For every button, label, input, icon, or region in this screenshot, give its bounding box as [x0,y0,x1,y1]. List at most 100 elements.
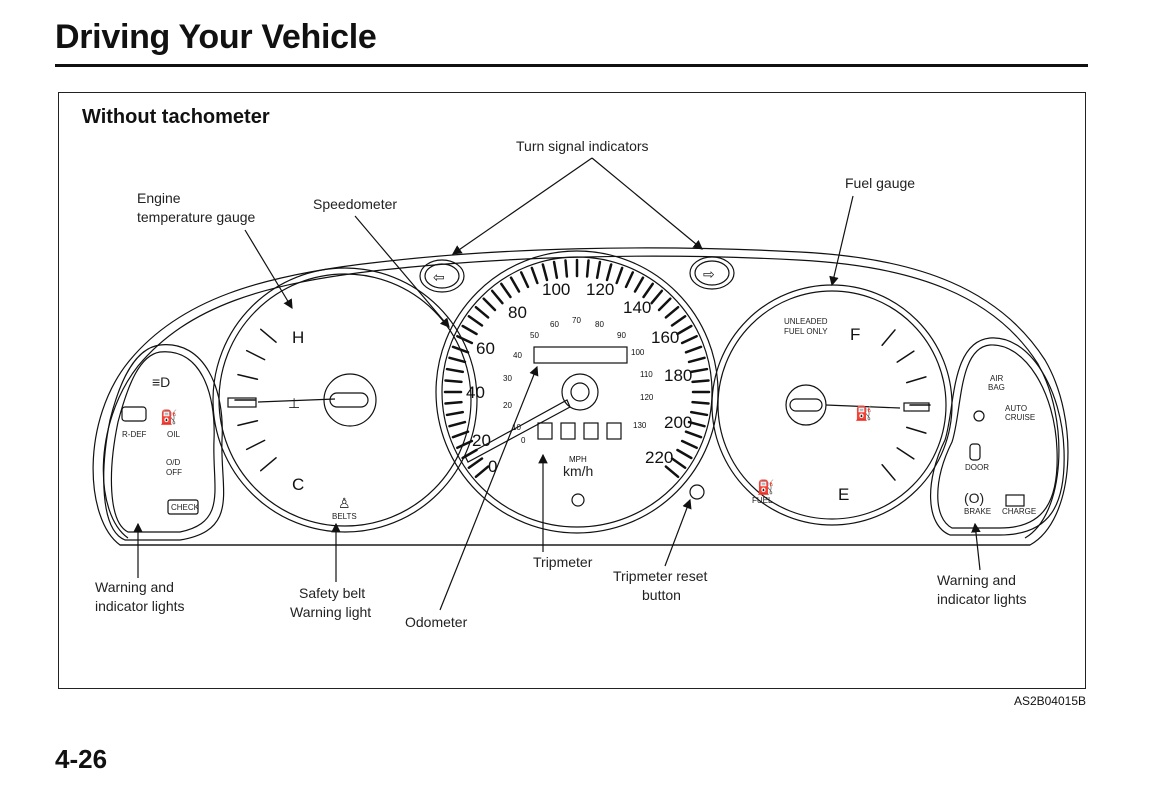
hot-label: H [292,328,304,347]
page-title: Driving Your Vehicle [55,18,377,56]
mph-tick-label: 20 [503,401,512,410]
gauge-tick [456,334,474,345]
gauge-tick [642,282,654,299]
kmh-tick-label: 60 [476,339,495,358]
door-ajar-icon [969,443,981,461]
gauge-tick [624,271,635,289]
gauge-tick [448,420,467,428]
callout-safety-belt-2: Warning light [290,604,371,620]
callout-warning-right: Warning and [937,572,1016,588]
fuel-pump-icon: ⛽ [855,405,872,422]
mph-tick-label: 120 [640,393,654,402]
kmh-tick-label: 80 [508,303,527,322]
brake-label: BRAKE [964,507,991,516]
callout-engine-temp-2: temperature gauge [137,209,256,225]
tripmeter-reset-button[interactable] [689,484,705,500]
title-rule [55,64,1088,67]
gauge-tick [541,263,549,282]
kmh-unit: km/h [563,463,593,479]
right-warning-pod: AIR BAG AUTO CRUISE DOOR (O) BRAKE CHARG… [929,337,1065,536]
check-engine-icon [167,499,199,515]
gauge-tick [687,420,706,428]
svg-text:⇨: ⇨ [703,266,715,282]
page-number: 4-26 [55,744,108,774]
gauge-tick [689,367,709,374]
turn-signal-right: ⇨ [689,256,735,290]
gauge-tick [684,345,703,354]
gauge-tick [615,266,624,285]
empty-label: E [838,485,849,504]
kmh-tick-label: 200 [664,413,692,432]
rear-defrost-icon [121,406,147,422]
kmh-tick-label: 100 [542,280,570,299]
gauge-tick [444,400,463,405]
airbag-label: AIR [990,374,1004,383]
gauge-tick [680,334,698,345]
temp-needle-hub [323,373,377,427]
kmh-tick-label: 140 [623,298,651,317]
callout-engine-temp: Engine [137,190,181,206]
callout-trip-reset-2: button [642,587,681,603]
gauge-tick [691,400,710,405]
gauge-tick [684,430,703,439]
gauge-tick [676,448,693,460]
coolant-temp-icon: ⊥ [288,395,300,411]
figure-code: AS2B04015B [1013,694,1086,708]
check-label: CHECK [171,503,200,512]
kmh-tick-label: 0 [488,457,497,476]
callout-warning-right-2: indicator lights [937,591,1027,607]
kmh-tick-label: 120 [586,280,614,299]
kmh-tick-label: 160 [651,328,679,347]
gauge-tick [456,439,474,450]
fuel-gauge: F E UNLEADED FUEL ONLY ⛽ ⛽ FUEL [711,284,953,526]
oil-can-icon: ⛽ [160,409,177,426]
gauge-tick [444,379,463,384]
gauge-tick [552,260,559,280]
gauge-tick [482,297,497,312]
callout-turn-signal: Turn signal indicators [516,138,649,154]
left-warning-pod: ≡D R-DEF ⛽ OIL O/D OFF CHECK [103,344,225,541]
od-off-label: OFF [166,468,182,477]
auto-label: AUTO [1005,404,1027,413]
belts-label: BELTS [332,512,357,521]
fuel-label: FUEL [752,496,773,505]
gauge-tick [451,345,470,354]
gauge-tick [605,263,613,282]
gauge-tick [467,315,484,327]
mph-tick-label: 80 [595,320,604,329]
gauge-tick [245,349,266,361]
gauge-tick [474,305,490,319]
cruise-label: CRUISE [1005,413,1035,422]
gauge-tick [259,328,277,343]
brake-icon: (O) [964,490,984,506]
gauge-tick [509,276,521,293]
gauge-tick [474,465,490,479]
callouts: Turn signal indicators Engine temperatur… [95,138,1027,630]
callout-speedometer: Speedometer [313,196,397,212]
gauge-tick [633,276,645,293]
gauge-tick [530,266,539,285]
cluster-shell [92,247,1069,546]
gauge-tick [905,426,927,434]
callout-odometer: Odometer [405,614,468,630]
gauge-tick [490,289,504,305]
gauge-tick [585,259,590,278]
cruise-icon [973,410,985,422]
gauge-tick [881,464,896,481]
gauge-tick [896,350,915,363]
gauge-tick [896,447,915,460]
unleaded-label: UNLEADED [784,317,828,326]
gauge-tick [245,439,266,451]
turn-signal-left: ⇦ [419,259,465,293]
mph-tick-label: 60 [550,320,559,329]
mph-tick-label: 110 [640,370,653,379]
gauge-tick [664,465,680,479]
mph-tick-label: 90 [617,331,626,340]
mph-tick-label: 50 [530,331,539,340]
gauge-tick [650,289,664,305]
rdef-label: R-DEF [122,430,147,439]
kmh-tick-label: 220 [645,448,673,467]
gauge-tick [664,305,680,319]
full-label: F [850,325,860,344]
